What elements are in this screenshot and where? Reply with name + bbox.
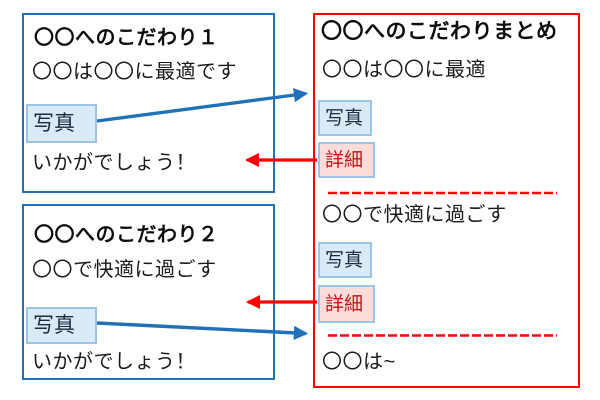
panel-2-line2: いかがでしょう！ (32, 351, 196, 373)
panel-1-title: 〇〇へのこだわり１ (34, 27, 219, 49)
panel-1-line1: 〇〇は〇〇に最適です (32, 61, 237, 83)
panel-2-photo-placeholder: 写真 (26, 307, 97, 344)
summary-section-1-detail-button[interactable]: 詳細 (318, 142, 375, 178)
panel-1-photo-label: 写真 (33, 113, 75, 134)
summary-section-2-photo-label: 写真 (325, 251, 363, 270)
summary-section-2-photo-placeholder: 写真 (318, 242, 372, 278)
summary-section-1-photo-placeholder: 写真 (318, 100, 372, 136)
panel-2-title: 〇〇へのこだわり２ (34, 224, 219, 246)
panel-2-photo-label: 写真 (33, 315, 75, 336)
panel-1-line2: いかがでしょう！ (32, 152, 196, 174)
summary-footer: 〇〇は~ (322, 351, 396, 373)
summary-title: 〇〇へのこだわりまとめ (321, 20, 558, 43)
panel-2-line1: 〇〇で快適に過ごす (32, 259, 217, 281)
panel-1-photo-placeholder: 写真 (26, 104, 97, 143)
summary-section-1-photo-label: 写真 (325, 109, 363, 128)
summary-section-1-line: 〇〇は〇〇に最適 (322, 59, 486, 81)
panel-summary: 〇〇へのこだわりまとめ 〇〇は〇〇に最適 写真 詳細 〇〇で快適に過ごす 写真 … (313, 13, 580, 388)
summary-section-1-detail-label: 詳細 (325, 151, 363, 170)
summary-section-2-detail-button[interactable]: 詳細 (318, 285, 375, 323)
summary-section-2-detail-label: 詳細 (325, 295, 363, 314)
summary-section-2-line: 〇〇で快適に過ごす (322, 204, 507, 226)
panel-kodawari-1: 〇〇へのこだわり１ 〇〇は〇〇に最適です 写真 いかがでしょう！ (22, 13, 275, 193)
panel-kodawari-2: 〇〇へのこだわり２ 〇〇で快適に過ごす 写真 いかがでしょう！ (22, 204, 275, 380)
